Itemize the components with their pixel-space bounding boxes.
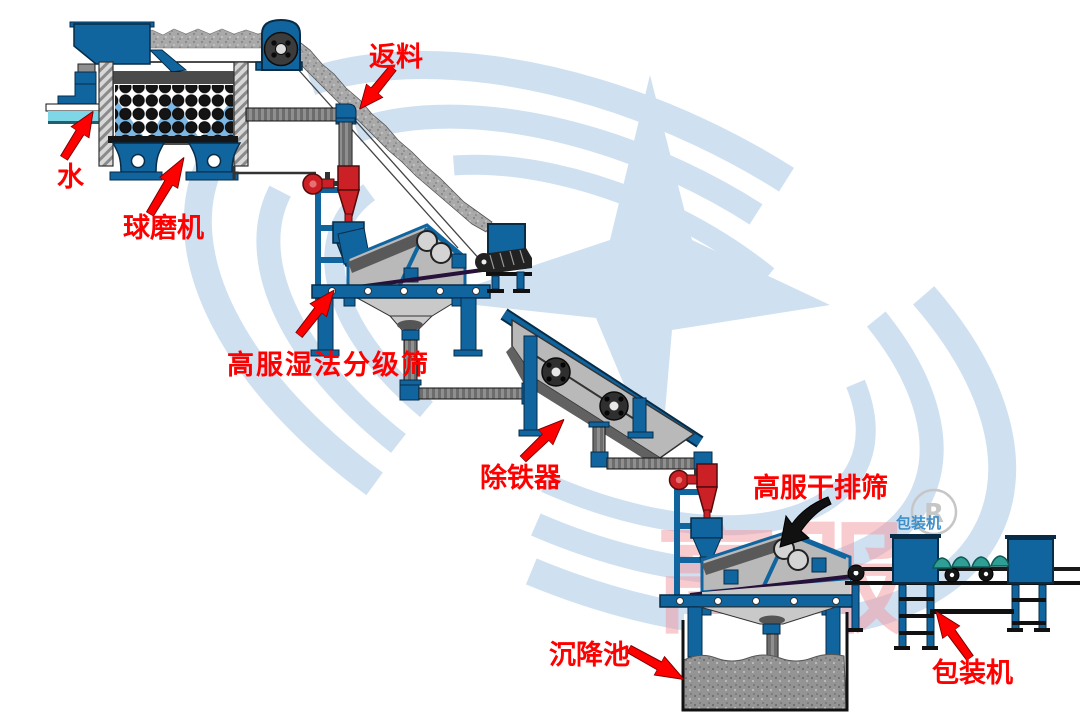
label-packing-machine: 包装机 — [932, 657, 1013, 689]
vibrator-wheel — [787, 549, 809, 571]
grinding-balls — [115, 85, 233, 141]
dry-screen-arrow — [779, 496, 832, 548]
water-arrow — [60, 111, 94, 161]
iron-remover-machine — [500, 308, 713, 470]
hydrocyclone-2 — [668, 463, 725, 607]
settling-pond — [681, 612, 849, 712]
oversize-discharge-conveyor — [475, 223, 532, 293]
star-shape — [430, 75, 830, 470]
label-wet-screen: 高服湿法分级筛 — [227, 349, 430, 381]
settling-pond-arrow — [626, 644, 685, 681]
wet-screen-arrow — [295, 289, 335, 338]
packing-line — [845, 534, 1080, 650]
ball-mill-machine — [45, 18, 357, 181]
callout-arrows — [60, 64, 974, 681]
product-bag — [931, 557, 952, 569]
label-water: 水 — [57, 162, 85, 193]
cyclone-2-body — [696, 463, 718, 488]
label-dry-screen: 高服干排筛 — [753, 472, 888, 504]
label-settling-pond: 沉降池 — [549, 640, 630, 671]
vibrator-wheel — [430, 242, 452, 264]
packing-machine-arrow — [935, 610, 974, 661]
water-trough — [48, 111, 104, 121]
registered-letter: R — [924, 499, 944, 529]
product-bag — [950, 556, 971, 568]
return-material-arrow — [359, 64, 397, 110]
dry-screen-machine — [659, 530, 865, 661]
label-ball-mill: 球磨机 — [123, 213, 204, 244]
label-return-material: 返料 — [369, 42, 423, 73]
label-iron-remover: 除铁器 — [480, 462, 562, 494]
product-bag — [970, 556, 991, 568]
product-bag — [989, 555, 1010, 567]
feed-hopper — [73, 23, 151, 65]
cyclone-1-body — [337, 165, 360, 191]
iron-remover-arrow — [519, 419, 565, 463]
pond-sludge — [683, 653, 847, 710]
ball-mill-arrow — [145, 157, 185, 217]
packing-hopper-2 — [1007, 538, 1054, 584]
wet-classifying-screen — [310, 223, 532, 405]
packing-hopper-1 — [892, 537, 939, 584]
vibrator-wheel — [416, 230, 438, 252]
label-packing-machine-secondary: 包装机 — [896, 514, 941, 532]
diagram-labels: 水 球磨机 返料 高服湿法分级筛 除铁器 高服干排筛 沉降池 包装机 — [57, 42, 1013, 689]
